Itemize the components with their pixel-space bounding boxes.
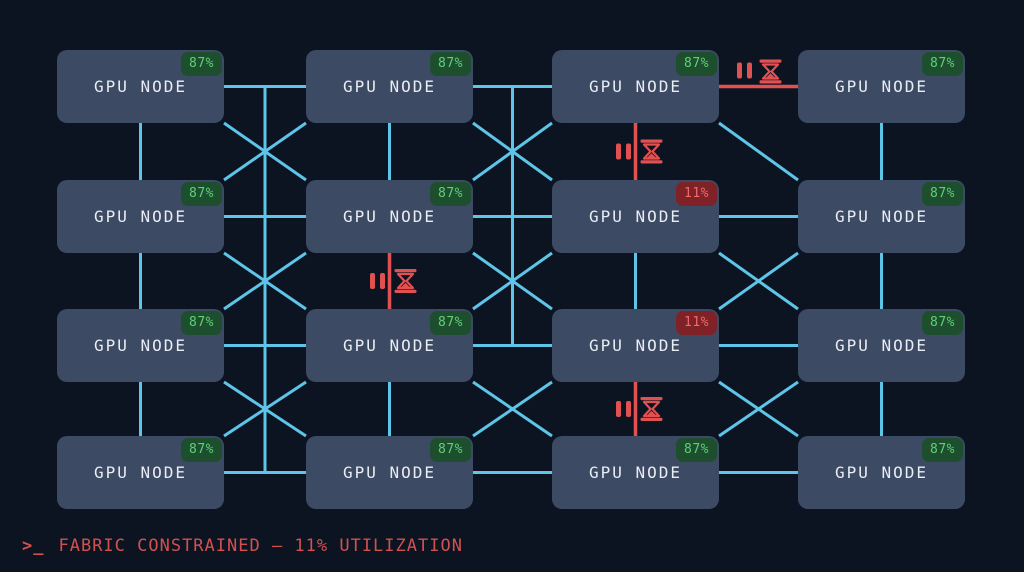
pause-icon bbox=[616, 401, 631, 417]
gpu-node-label: GPU NODE bbox=[835, 77, 928, 96]
gpu-node-label: GPU NODE bbox=[94, 207, 187, 226]
gpu-node[interactable]: GPU NODE87% bbox=[798, 50, 965, 123]
gpu-node-label: GPU NODE bbox=[94, 77, 187, 96]
gpu-node-label: GPU NODE bbox=[589, 336, 682, 355]
gpu-node-label: GPU NODE bbox=[343, 463, 436, 482]
gpu-node[interactable]: GPU NODE87% bbox=[306, 180, 473, 253]
gpu-node[interactable]: GPU NODE87% bbox=[798, 436, 965, 509]
gpu-node-label: GPU NODE bbox=[94, 463, 187, 482]
gpu-node[interactable]: GPU NODE87% bbox=[57, 180, 224, 253]
status-message: FABRIC CONSTRAINED — 11% UTILIZATION bbox=[58, 536, 462, 556]
gpu-node[interactable]: GPU NODE87% bbox=[306, 50, 473, 123]
gpu-node[interactable]: GPU NODE87% bbox=[306, 309, 473, 382]
hourglass-icon bbox=[395, 269, 417, 293]
gpu-node-label: GPU NODE bbox=[589, 77, 682, 96]
gpu-node[interactable]: GPU NODE11% bbox=[552, 180, 719, 253]
gpu-node-label: GPU NODE bbox=[835, 463, 928, 482]
utilization-badge: 87% bbox=[676, 438, 717, 462]
gpu-node[interactable]: GPU NODE87% bbox=[57, 50, 224, 123]
utilization-badge: 87% bbox=[181, 438, 222, 462]
gpu-node-label: GPU NODE bbox=[589, 463, 682, 482]
gpu-node-label: GPU NODE bbox=[835, 207, 928, 226]
pause-icon bbox=[737, 63, 752, 79]
utilization-badge: 87% bbox=[922, 52, 963, 76]
gpu-node[interactable]: GPU NODE87% bbox=[798, 180, 965, 253]
gpu-node-label: GPU NODE bbox=[343, 336, 436, 355]
utilization-badge: 87% bbox=[922, 438, 963, 462]
gpu-node[interactable]: GPU NODE11% bbox=[552, 309, 719, 382]
gpu-node-label: GPU NODE bbox=[343, 77, 436, 96]
utilization-badge: 87% bbox=[922, 182, 963, 206]
utilization-badge: 87% bbox=[181, 52, 222, 76]
gpu-node[interactable]: GPU NODE87% bbox=[306, 436, 473, 509]
utilization-badge: 87% bbox=[676, 52, 717, 76]
fabric-link-diagonal bbox=[719, 123, 798, 180]
status-bar: >_ FABRIC CONSTRAINED — 11% UTILIZATION bbox=[22, 536, 463, 556]
pause-icon bbox=[370, 273, 385, 289]
gpu-node-label: GPU NODE bbox=[835, 336, 928, 355]
utilization-badge: 87% bbox=[922, 311, 963, 335]
hourglass-icon bbox=[641, 397, 663, 421]
terminal-prompt-icon: >_ bbox=[22, 536, 44, 556]
utilization-badge: 87% bbox=[181, 311, 222, 335]
utilization-badge: 87% bbox=[430, 438, 471, 462]
hourglass-icon bbox=[760, 60, 782, 84]
gpu-node[interactable]: GPU NODE87% bbox=[57, 309, 224, 382]
gpu-node[interactable]: GPU NODE87% bbox=[552, 50, 719, 123]
gpu-node[interactable]: GPU NODE87% bbox=[798, 309, 965, 382]
gpu-node[interactable]: GPU NODE87% bbox=[57, 436, 224, 509]
utilization-badge: 87% bbox=[430, 182, 471, 206]
utilization-badge: 11% bbox=[676, 311, 717, 335]
gpu-node-label: GPU NODE bbox=[589, 207, 682, 226]
gpu-node-label: GPU NODE bbox=[343, 207, 436, 226]
gpu-node-label: GPU NODE bbox=[94, 336, 187, 355]
pause-icon bbox=[616, 144, 631, 160]
utilization-badge: 87% bbox=[430, 52, 471, 76]
utilization-badge: 87% bbox=[181, 182, 222, 206]
utilization-badge: 87% bbox=[430, 311, 471, 335]
hourglass-icon bbox=[641, 140, 663, 164]
gpu-node[interactable]: GPU NODE87% bbox=[552, 436, 719, 509]
utilization-badge: 11% bbox=[676, 182, 717, 206]
